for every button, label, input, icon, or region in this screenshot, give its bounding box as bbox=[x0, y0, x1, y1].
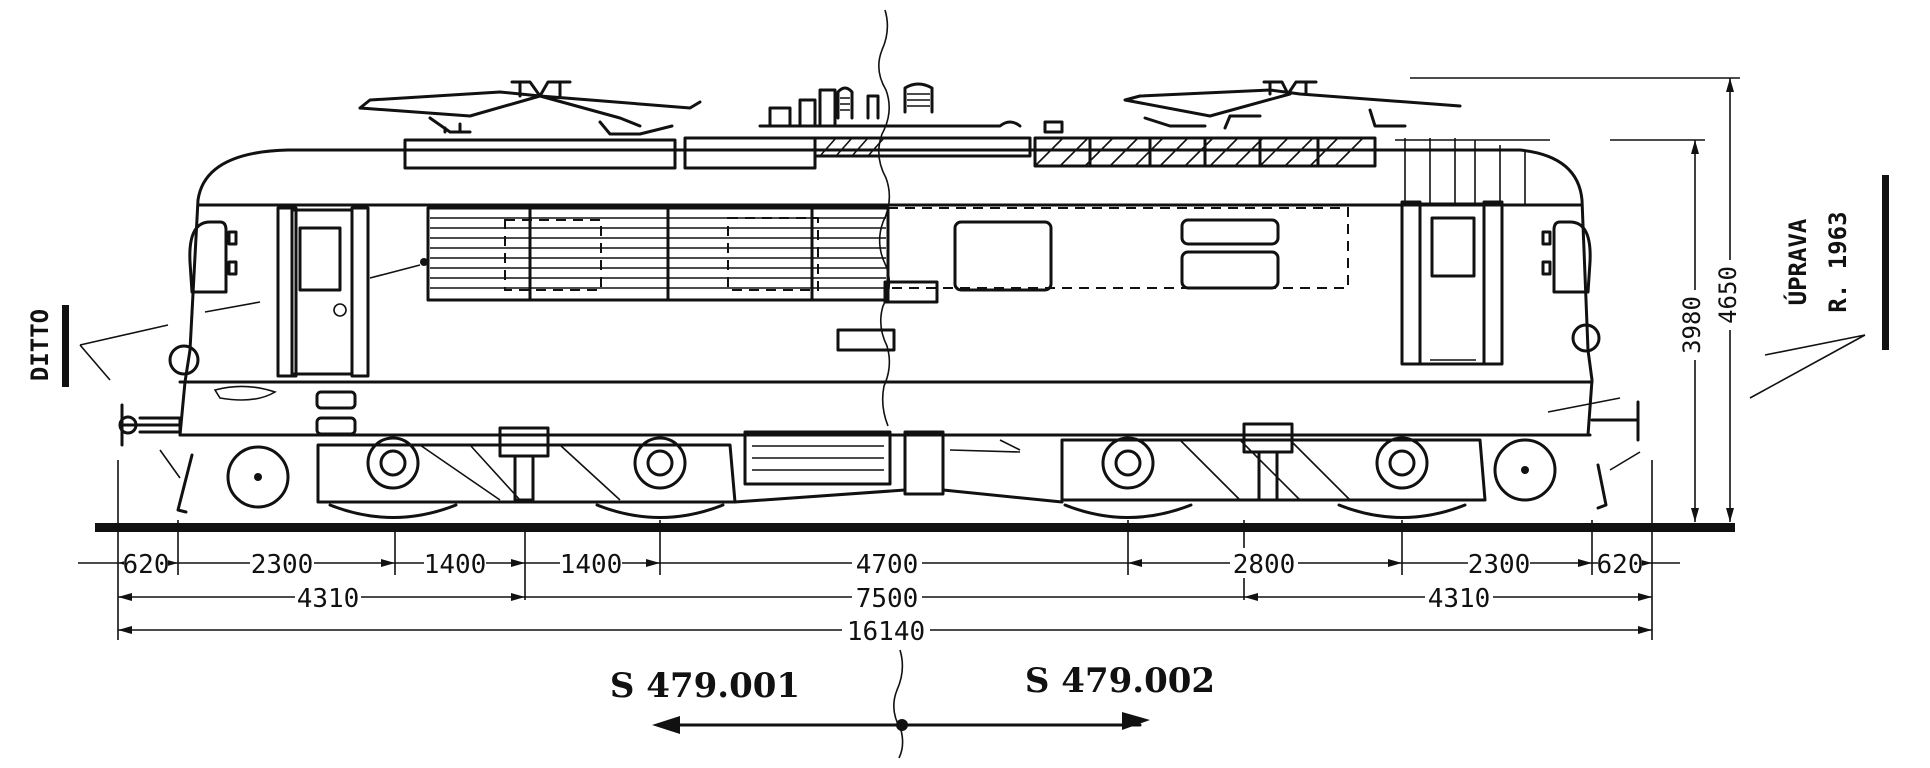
rail bbox=[95, 523, 1735, 532]
dim-7500: 7500 bbox=[856, 584, 919, 614]
dim-1400-a: 1400 bbox=[424, 550, 487, 580]
dim-overall-length: 16140 bbox=[847, 617, 925, 647]
direction-arrows bbox=[652, 712, 1150, 734]
model-left-label: S 479.001 bbox=[610, 666, 800, 706]
locomotive-body bbox=[168, 138, 1621, 437]
roof-equipment bbox=[358, 80, 1462, 170]
svg-text:ÚPRAVA: ÚPRAVA bbox=[1782, 218, 1812, 305]
dim-height-4650: 4650 bbox=[1714, 266, 1742, 324]
dim-620-left: 620 bbox=[123, 550, 170, 580]
dim-4700: 4700 bbox=[856, 550, 919, 580]
split-line bbox=[878, 9, 904, 759]
dim-height-3980: 3980 bbox=[1678, 296, 1706, 354]
dim-2300-right: 2300 bbox=[1468, 550, 1531, 580]
model-right-label: S 479.002 bbox=[1025, 661, 1215, 701]
underframe bbox=[118, 400, 1641, 519]
dim-4310-right: 4310 bbox=[1428, 584, 1491, 614]
dim-1400-b: 1400 bbox=[560, 550, 623, 580]
right-note: ÚPRAVA R. 1963 bbox=[1749, 175, 1889, 399]
dim-4310-left: 4310 bbox=[297, 584, 360, 614]
grime-patch bbox=[213, 385, 277, 401]
left-note: DITTO bbox=[26, 305, 169, 387]
svg-text:R. 1963: R. 1963 bbox=[1824, 211, 1852, 312]
dim-2300-left: 2300 bbox=[251, 550, 314, 580]
dim-2800: 2800 bbox=[1233, 550, 1296, 580]
dim-620-right: 620 bbox=[1597, 550, 1644, 580]
svg-text:DITTO: DITTO bbox=[26, 309, 54, 381]
